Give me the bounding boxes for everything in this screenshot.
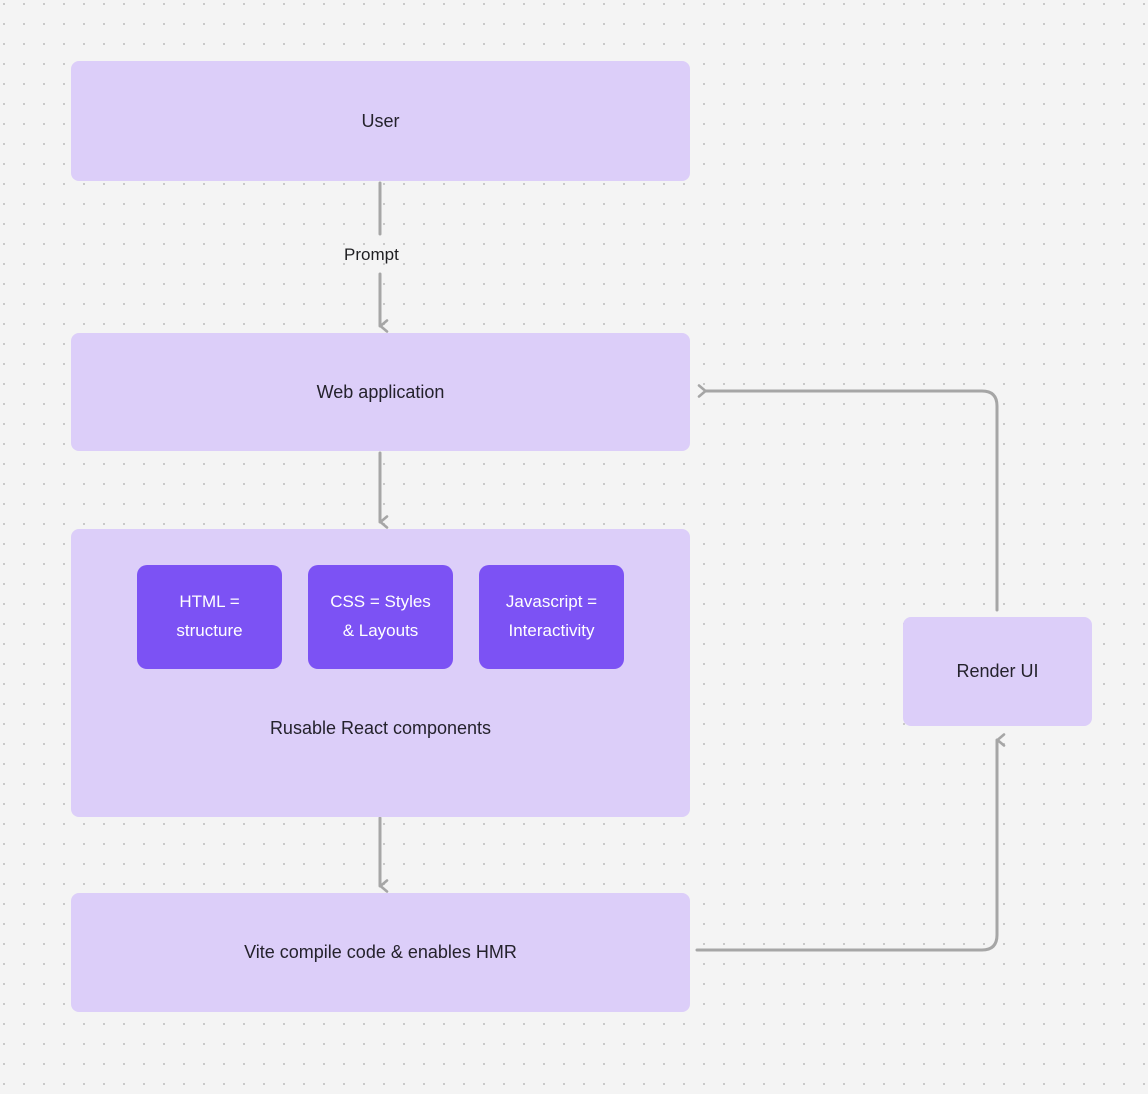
node-react-components-label: Rusable React components (269, 718, 492, 738)
node-html-chip-line2: structure (176, 621, 243, 640)
node-web-application[interactable]: Web application (71, 333, 690, 451)
edge-vite-to-render (695, 733, 1006, 952)
node-react-components-container[interactable]: HTML = structure CSS = Styles & Layouts … (71, 529, 690, 817)
node-vite-label: Vite compile code & enables HMR (244, 942, 517, 963)
node-javascript-chip[interactable]: Javascript = Interactivity (479, 565, 624, 669)
react-component-chip-row: HTML = structure CSS = Styles & Layouts … (71, 565, 690, 669)
node-user[interactable]: User (71, 61, 690, 181)
node-css-chip-line2: & Layouts (342, 621, 419, 640)
node-render-ui[interactable]: Render UI (903, 617, 1092, 726)
node-css-chip-line1: CSS = Styles (330, 592, 431, 612)
node-render-ui-label: Render UI (956, 661, 1039, 682)
edge-render-to-web (697, 384, 999, 612)
node-css-chip[interactable]: CSS = Styles & Layouts (308, 565, 453, 669)
node-web-application-label: Web application (316, 381, 445, 402)
node-html-chip-line1: HTML = (179, 592, 240, 612)
edge-label-prompt: Prompt (344, 245, 399, 264)
node-html-chip[interactable]: HTML = structure (137, 565, 282, 669)
node-vite[interactable]: Vite compile code & enables HMR (71, 893, 690, 1012)
node-javascript-chip-line1: Javascript = (505, 592, 598, 612)
node-user-label: User (361, 110, 400, 131)
node-javascript-chip-line2: Interactivity (508, 621, 595, 640)
